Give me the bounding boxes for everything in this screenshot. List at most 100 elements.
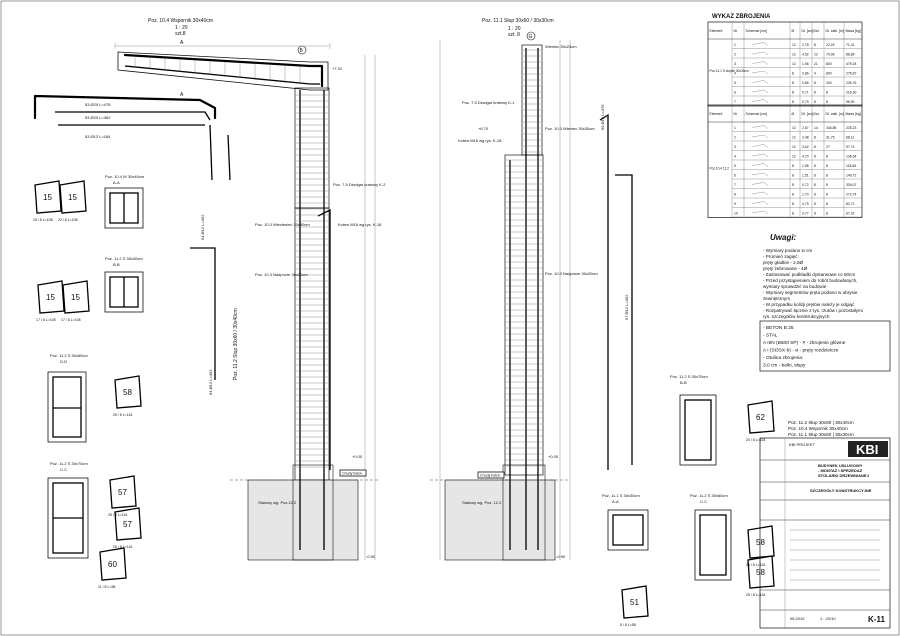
schedule-cell: 1,56 [802, 62, 809, 66]
notes: Uwagi: - Wymiary podano w cm- Promień za… [759, 233, 891, 372]
schedule-header: Szt. [814, 112, 820, 116]
svg-text:64 Ø12 L=493: 64 Ø12 L=493 [208, 369, 213, 395]
schedule-cell: 8 [792, 72, 794, 76]
stirrup-length: 25 / 8 L=116 [746, 593, 765, 597]
svg-text:B-B: B-B [680, 380, 687, 385]
schedule-header: Nr [734, 112, 739, 116]
slup-right-title: Poz. 11.1 Słup 30x60 / 30x30cm [482, 18, 554, 24]
schedule-cell: 4 [814, 72, 816, 76]
stirrup-length: 15 / 8 L=108 [33, 218, 53, 222]
schedule-header: Dł. [cm] [802, 29, 814, 33]
spec-line: - STAL [763, 333, 778, 339]
stirrup-number: 51 [630, 598, 639, 607]
schedule-cell: 9 [734, 202, 736, 206]
svg-text:Poz. 11.2 S 30x40cm: Poz. 11.2 S 30x40cm [105, 256, 143, 261]
svg-text:B-B: B-B [113, 262, 120, 267]
schedule-cell: 479,24 [846, 62, 856, 66]
spec-line: A IIIN (B500 SP) - # - zbrojenie główne [763, 340, 846, 346]
schedule-cell: 118,66 [846, 164, 856, 168]
schedule-cell: 149,72 [846, 174, 856, 178]
schedule-cell: 8 [814, 164, 816, 168]
axis-g-label: G [529, 34, 533, 40]
schedule-header: Dł. całk. [m] [826, 29, 844, 33]
note-line: wymiary sprawdzić na budowie [763, 284, 827, 289]
schedule-cell: 5 [734, 164, 736, 168]
svg-text:Poz. 10.4 W 30x40cm: Poz. 10.4 W 30x40cm [105, 174, 145, 179]
schedule-cell: 88,89 [846, 53, 855, 57]
schedule-cell: 0,72 [802, 183, 809, 187]
svg-text:06.2010: 06.2010 [790, 616, 805, 621]
svg-text:+0.00: +0.00 [352, 454, 363, 459]
axis-b-label: B [300, 48, 304, 54]
schedule-cell: 8 [826, 202, 828, 206]
schedule-cell: 67,31 [846, 212, 855, 216]
schedule-cell: 4,70 [802, 155, 809, 159]
schedule-header: Dł. [cm] [802, 112, 814, 116]
schedule-cell: 136,54 [846, 155, 856, 159]
schedule-cell: 12 [792, 126, 796, 130]
schedule-cell: 275,87 [846, 72, 856, 76]
schedule-element-label: Poz.10.4 11.2 [710, 166, 730, 170]
schedule-cell: 6 [734, 91, 736, 95]
schedule-cell: 5 [734, 81, 736, 85]
schedule-cell: 12 [792, 43, 796, 47]
schedule-cell: 8 [792, 193, 794, 197]
stirrup-number: 15 [46, 293, 55, 302]
label-dzwigar-k2: Poz. 7.5 Dźwigar kratowy K-2 [333, 182, 386, 187]
wspornik-elevation: Poz. 10.4 Wspornik 30x40cm 1 : 20 szt.8 … [33, 18, 343, 181]
schedule-cell: 326,07 [846, 183, 856, 187]
schedule-cell: 225,23 [846, 126, 856, 130]
schedule-cell: 27 [826, 145, 830, 149]
stirrup-number: 58 [756, 568, 765, 577]
schedule-cell: 8 [826, 100, 828, 104]
svg-text:BUDYNEK USŁUGOWY: BUDYNEK USŁUGOWY [818, 463, 863, 468]
schedule-cell: 7 [734, 183, 736, 187]
svg-text:- MONTAŻ I SPRZEDAŻ: - MONTAŻ I SPRZEDAŻ [818, 468, 863, 473]
schedule-cell: 8 [826, 183, 828, 187]
schedule-cell: 71,41 [846, 43, 855, 47]
stirrup-length: 8 / 8 L=58 [620, 623, 636, 627]
schedule-header: Masa [kg] [846, 112, 861, 116]
schedule-cell: 1 [734, 126, 736, 130]
svg-text:Chudy beton: Chudy beton [480, 474, 500, 478]
stirrup-number: 15 [71, 293, 80, 302]
notes-title: Uwagi: [770, 233, 797, 242]
svg-text:STOLARKI DRZEWNIANEJ: STOLARKI DRZEWNIANEJ [818, 473, 869, 478]
schedule-cell: 70,06 [826, 53, 835, 57]
schedule-cell: 10 [734, 212, 738, 216]
schedule-cell: 8 [826, 212, 828, 216]
svg-text:KBI PROJEKT: KBI PROJEKT [789, 442, 816, 447]
schedule-cell: 8 [814, 212, 816, 216]
schedule-cell: 8 [814, 155, 816, 159]
schedule-title: WYKAZ ZBROJENIA [712, 14, 771, 20]
schedule-cell: 22,24 [826, 43, 835, 47]
svg-text:szt. 8: szt. 8 [508, 32, 520, 38]
schedule-cell: 12 [792, 145, 796, 149]
schedule-cell: 12 [792, 136, 796, 140]
stirrup-number: 62 [756, 413, 765, 422]
schedule-cell: 68,11 [846, 136, 854, 140]
schedule-cell: 8 [792, 81, 794, 85]
schedule-cell: 800 [826, 72, 832, 76]
schedule-header: Element [710, 29, 723, 33]
schedule-header: Szt. [814, 29, 820, 33]
schedule-cell: 4 [734, 155, 736, 159]
svg-text:67 Ø12 L=452: 67 Ø12 L=452 [624, 294, 629, 320]
label-stalowy-left: Stalowy wg. Poz.12.2 [258, 500, 297, 505]
schedule-cell: 8 [792, 202, 794, 206]
schedule-cell: 31,75 [826, 136, 835, 140]
schedule-cell: 96,90 [846, 100, 855, 104]
note-line: - Wymiary podano w cm [763, 248, 812, 253]
svg-text:Poz. 11.2 S 30x60cm: Poz. 11.2 S 30x60cm [50, 353, 88, 358]
stirrup-number: 57 [118, 488, 127, 497]
schedule-cell: 8 [814, 202, 816, 206]
schedule-header: Element [710, 112, 723, 116]
